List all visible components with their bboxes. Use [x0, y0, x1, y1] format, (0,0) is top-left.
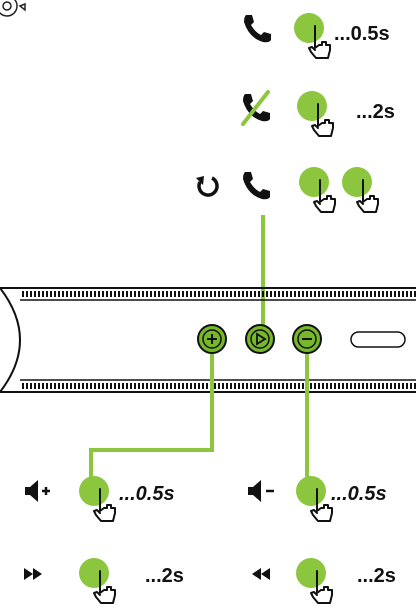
- volume-down-icon: [248, 480, 274, 502]
- answer-call-row: ...0.5s: [244, 12, 390, 59]
- plus-icon: [207, 334, 217, 344]
- phone-redial-icon: [243, 172, 270, 200]
- reject-call-row: ...2s: [241, 90, 395, 137]
- tap-icon: [78, 557, 116, 604]
- tap-icon: [341, 166, 379, 213]
- volume-up-icon: [25, 480, 50, 502]
- redial-arrow-icon: [197, 176, 219, 197]
- play-pause-icon: [256, 332, 267, 346]
- duration-label: ...2s: [357, 565, 396, 587]
- next-track-row: ...2s: [24, 557, 184, 604]
- phone-answer-icon: [244, 15, 271, 43]
- tap-icon: [296, 90, 334, 137]
- volume-up-row: ...0.5s: [25, 475, 175, 522]
- tap-icon: [298, 166, 336, 213]
- duration-label: ...0.5s: [331, 483, 387, 505]
- tap-icon: [78, 475, 116, 522]
- tap-icon: [293, 12, 331, 59]
- duration-label: ...0.5s: [119, 483, 175, 505]
- previous-track-icon: [252, 568, 270, 580]
- duration-label: ...0.5s: [334, 23, 390, 45]
- tap-icon: [295, 557, 333, 604]
- gear-icon: [0, 0, 26, 17]
- redial-row: [196, 166, 379, 213]
- status-light: [350, 331, 406, 348]
- volume-down-row: ...0.5s: [248, 475, 387, 522]
- previous-track-row: ...2s: [252, 557, 396, 604]
- next-track-icon: [24, 568, 42, 580]
- volume-up-button[interactable]: [197, 324, 227, 354]
- speaker-body: [0, 287, 416, 393]
- play-pause-button[interactable]: [245, 324, 275, 354]
- volume-down-button[interactable]: [292, 324, 322, 354]
- tap-icon: [295, 475, 333, 522]
- duration-label: ...2s: [145, 565, 184, 587]
- duration-label: ...2s: [356, 101, 395, 123]
- connector-line: [89, 354, 214, 485]
